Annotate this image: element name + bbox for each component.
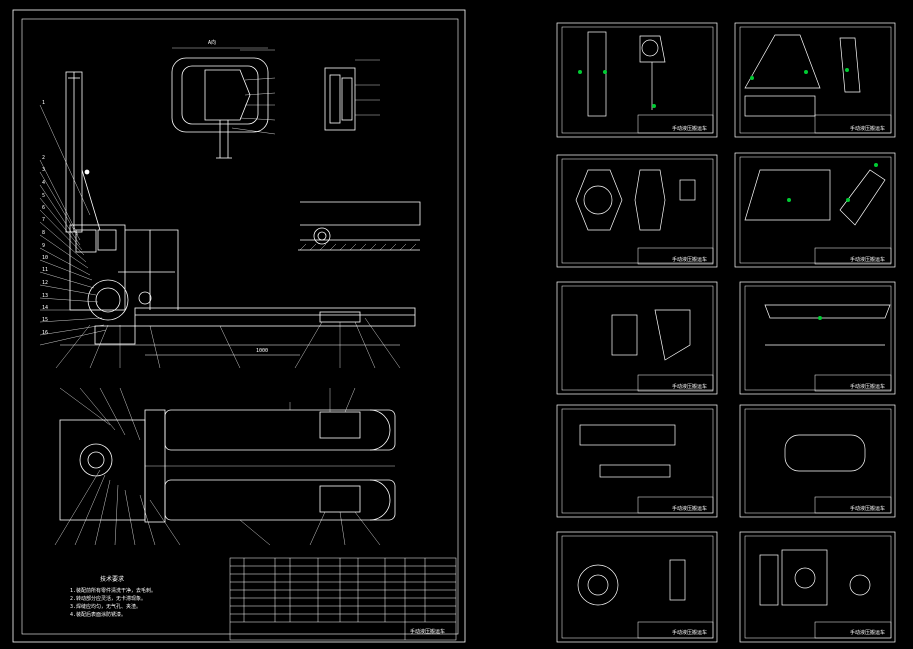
tech-requirement-4: 4.装配后表面涂防锈漆。 bbox=[70, 612, 127, 618]
tech-requirements-title: 技术要求 bbox=[100, 576, 125, 583]
sheet-s10-title: 手动液压搬运车 bbox=[850, 630, 886, 636]
pump-assembly-front bbox=[69, 224, 179, 321]
sheet-s5 bbox=[556, 281, 718, 395]
part-number-label: 10 bbox=[42, 255, 49, 261]
part-number-label: 8 bbox=[42, 230, 46, 236]
sheet-s6 bbox=[739, 281, 896, 395]
section-detail bbox=[324, 59, 380, 131]
sheet-s9-title: 手动液压搬运车 bbox=[672, 630, 708, 636]
wheel-detail bbox=[298, 201, 421, 251]
view-label: A向 bbox=[208, 40, 217, 46]
a-view-detail bbox=[171, 47, 276, 159]
leader-lines-left bbox=[39, 104, 401, 369]
part-number-label: 11 bbox=[42, 267, 49, 273]
part-number-label: 16 bbox=[42, 330, 49, 336]
tech-requirement-2: 2.转动部分应灵活，无卡滞现象。 bbox=[70, 596, 147, 602]
part-number-label: 1 bbox=[42, 100, 46, 106]
bom-table bbox=[229, 557, 457, 641]
part-number-label: 4 bbox=[42, 180, 46, 186]
sheet-s1-title: 手动液压搬运车 bbox=[672, 126, 708, 132]
length-dimension: 1000 bbox=[256, 348, 269, 354]
part-number-label: 15 bbox=[42, 317, 49, 323]
part-number-label: 9 bbox=[42, 243, 46, 249]
sheet-s3-title: 手动液压搬运车 bbox=[672, 257, 708, 263]
handle-drawing bbox=[65, 71, 101, 233]
fork-side-view bbox=[60, 307, 416, 356]
part-number-label: 7 bbox=[42, 217, 46, 223]
leader-lines-bottom bbox=[54, 387, 381, 546]
sheet-s1 bbox=[556, 22, 718, 138]
part-number-label: 5 bbox=[42, 193, 46, 199]
sheet-s3 bbox=[556, 154, 718, 268]
part-number-label: 6 bbox=[42, 205, 46, 211]
title-block-name: 手动液压搬运车 bbox=[410, 629, 446, 635]
sheet-s2 bbox=[734, 22, 896, 138]
part-number-label: 12 bbox=[42, 280, 49, 286]
part-number-label: 14 bbox=[42, 305, 49, 311]
sheet-s8-title: 手动液压搬运车 bbox=[850, 506, 886, 512]
main-sheet bbox=[12, 9, 466, 643]
sheet-s4 bbox=[734, 152, 896, 268]
part-number-label: 2 bbox=[42, 155, 46, 161]
fork-top-view bbox=[59, 402, 396, 523]
sheet-s4-title: 手动液压搬运车 bbox=[850, 257, 886, 263]
sheet-s2-title: 手动液压搬运车 bbox=[850, 126, 886, 132]
part-number-label: 3 bbox=[42, 167, 46, 173]
tech-requirement-3: 3.焊缝应均匀，无气孔、夹渣。 bbox=[70, 604, 142, 610]
sheet-s7 bbox=[556, 404, 718, 518]
tech-requirement-1: 1.装配前所有零件清洗干净，去毛刺。 bbox=[70, 588, 157, 594]
sheet-s7-title: 手动液压搬运车 bbox=[672, 506, 708, 512]
part-number-label: 13 bbox=[42, 293, 49, 299]
sheet-s8 bbox=[739, 404, 896, 518]
sheet-s6-title: 手动液压搬运车 bbox=[850, 384, 886, 390]
sheet-s10 bbox=[739, 531, 896, 643]
sheet-s9 bbox=[556, 531, 718, 643]
sheet-s5-title: 手动液压搬运车 bbox=[672, 384, 708, 390]
